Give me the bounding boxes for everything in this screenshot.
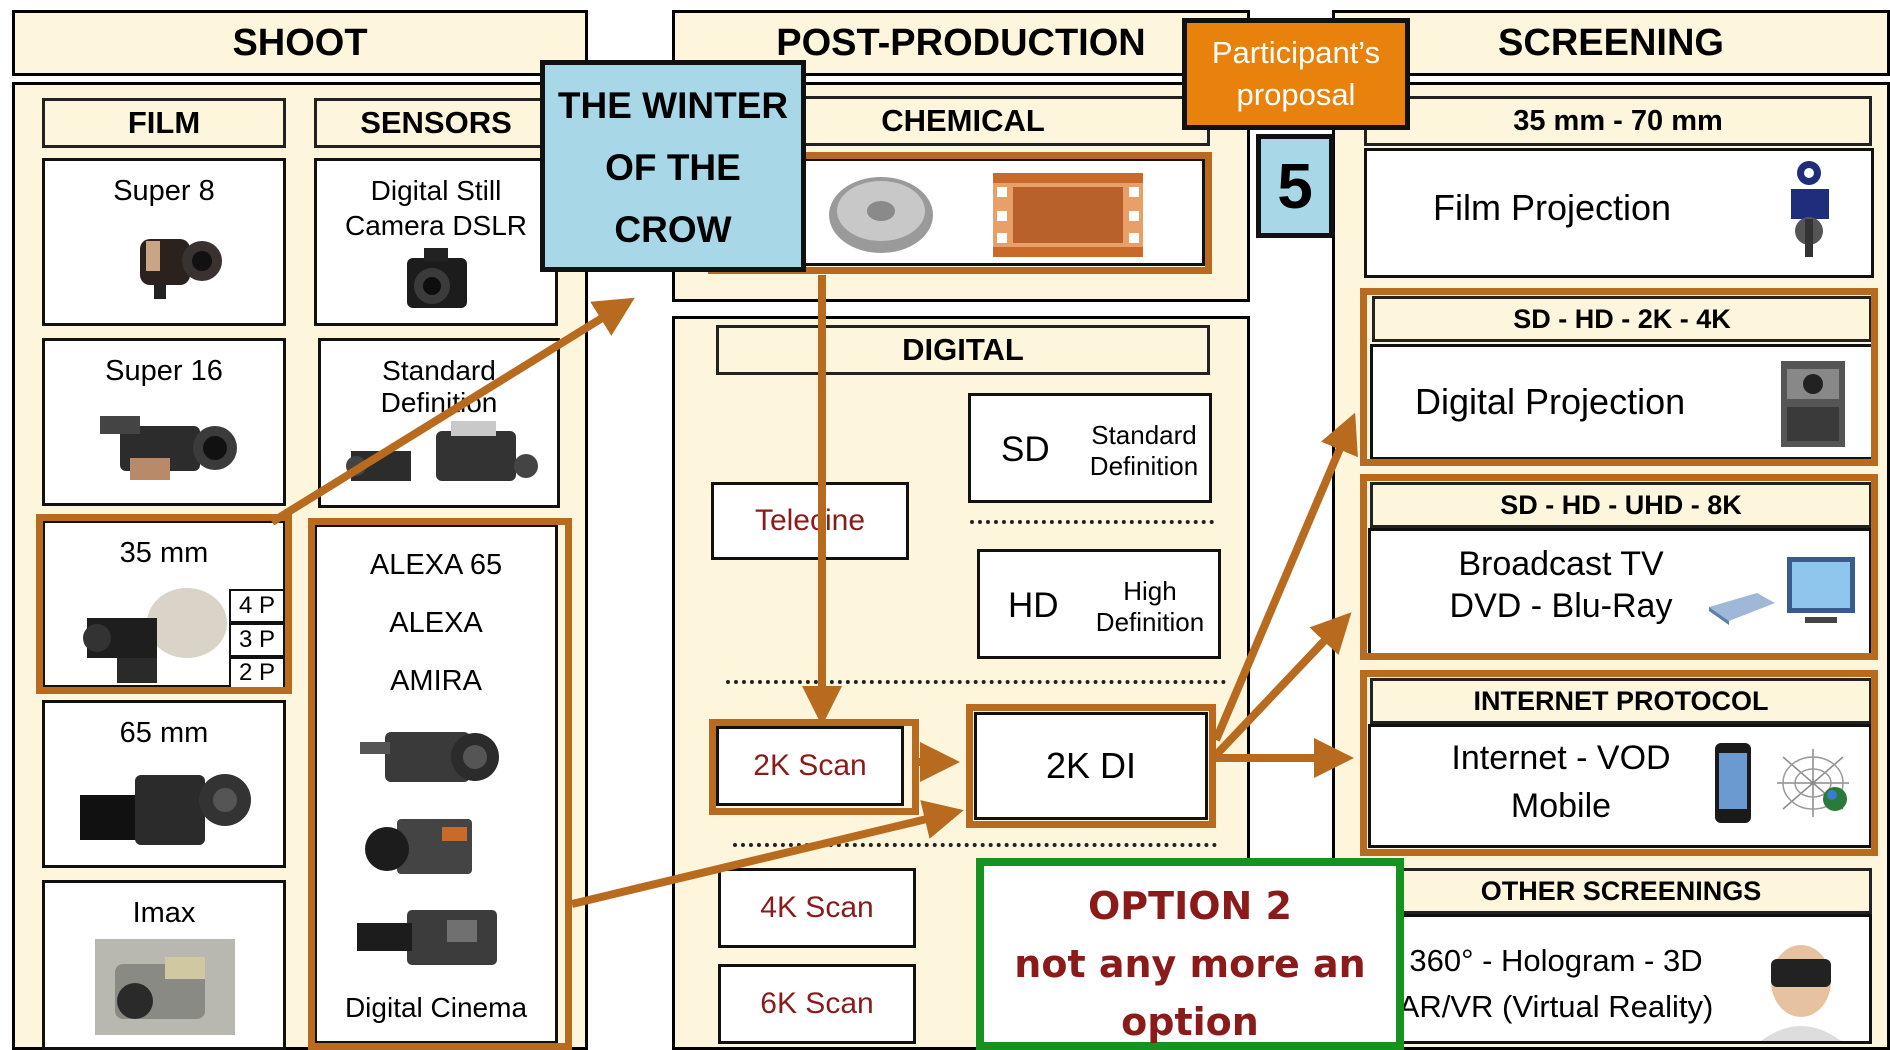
film-item-super8: Super 8 (42, 158, 286, 326)
di-2k-highlight (966, 704, 1216, 828)
divider-sd-hd (970, 520, 1214, 524)
hd-box: HD High Definition (977, 549, 1221, 659)
film-item-super16: Super 16 (42, 338, 286, 506)
hd-label-line2: Definition (1080, 607, 1220, 638)
sensor-item-label: Camera DSLR (317, 210, 555, 242)
other-line1: 360° - Hologram - 3D (1371, 943, 1741, 979)
sd-label-line2: Definition (1079, 451, 1209, 482)
camera-icon (90, 396, 250, 496)
proposal-line1: Participant’s (1187, 35, 1405, 71)
sd-label-line1: Standard (1079, 420, 1209, 451)
film-item-label: Super 8 (45, 175, 283, 208)
scan-6k-box: 6K Scan (718, 964, 916, 1044)
option-2-box: OPTION 2 not any more an option (976, 858, 1404, 1050)
camera-icon (75, 755, 255, 860)
screening-other-subheader: OTHER SCREENINGS (1370, 868, 1872, 914)
film-item-label: 65 mm (45, 717, 283, 750)
film-item-65mm: 65 mm (42, 700, 286, 868)
shoot-header: SHOOT (12, 10, 588, 76)
telecine-box: Telecine (711, 482, 909, 560)
camera-icon (402, 246, 472, 314)
proposal-number-badge: 5 (1256, 134, 1334, 238)
other-line2: AR/VR (Virtual Reality) (1371, 989, 1741, 1025)
film-projection-label: Film Projection (1433, 187, 1671, 229)
vr-headset-icon (1751, 931, 1851, 1041)
sd-abbr: SD (1001, 430, 1050, 470)
proposal-line2: proposal (1187, 77, 1405, 113)
camera-icon (341, 411, 541, 501)
option-2-line1: OPTION 2 (984, 884, 1396, 928)
other-box: 360° - Hologram - 3D AR/VR (Virtual Real… (1368, 914, 1872, 1044)
digital-projection-highlight (1360, 288, 1878, 466)
sd-box: SD Standard Definition (968, 393, 1212, 503)
project-title-line2: OF THE (545, 147, 801, 189)
film-projector-icon (1779, 159, 1839, 259)
film-subheader: FILM (42, 98, 286, 148)
project-title-line3: CROW (545, 209, 801, 251)
project-title-line1: THE WINTER (545, 85, 801, 127)
option-2-line2: not any more an (984, 942, 1396, 986)
sensors-subheader: SENSORS (314, 98, 558, 148)
sensor-item-dslr: Digital Still Camera DSLR (314, 158, 558, 326)
screening-header: SCREENING (1332, 10, 1890, 76)
scan-4k-box: 4K Scan (718, 868, 916, 948)
scan-2k-highlight (709, 719, 919, 815)
hd-label-line1: High (1080, 576, 1220, 607)
sensor-item-label: Standard (321, 355, 557, 387)
film-item-imax: Imax (42, 880, 286, 1050)
project-title-box: THE WINTER OF THE CROW (540, 60, 806, 272)
divider-digital-mid (726, 680, 1226, 684)
screening-film-subheader: 35 mm - 70 mm (1364, 96, 1872, 146)
film-projection-box: Film Projection (1364, 148, 1874, 278)
camera-icon (120, 221, 230, 301)
camera-icon (95, 939, 235, 1035)
broadcast-highlight (1360, 474, 1878, 660)
film-item-label: Imax (45, 897, 283, 930)
sensor-item-sd: Standard Definition (318, 338, 560, 508)
film-item-label: Super 16 (45, 355, 283, 388)
sensor-item-label: Digital Still (317, 175, 555, 207)
digital-cinema-highlight (308, 518, 572, 1050)
proposal-box: Participant’s proposal (1182, 18, 1410, 130)
internet-highlight (1360, 670, 1878, 856)
film-35mm-highlight (36, 514, 292, 694)
digital-subheader: DIGITAL (716, 325, 1210, 375)
divider-digital-low (733, 843, 1217, 847)
hd-abbr: HD (1008, 586, 1059, 626)
option-2-line3: option (984, 1000, 1396, 1044)
